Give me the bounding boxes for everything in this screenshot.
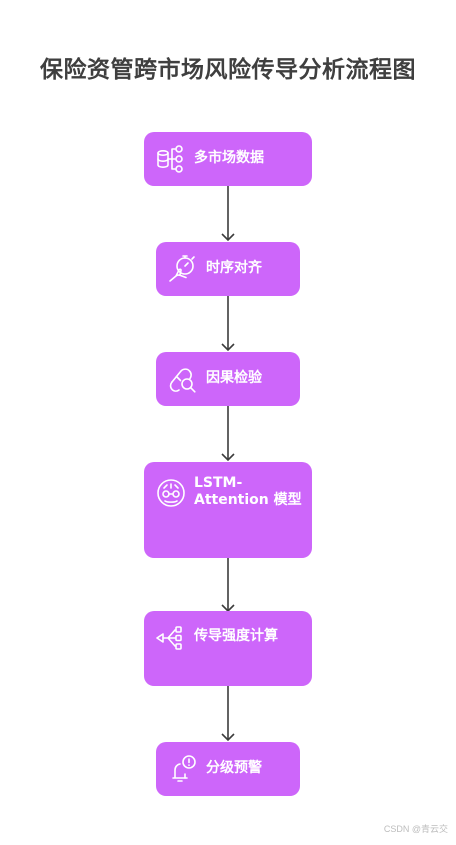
bell-alert-icon	[168, 754, 198, 784]
pill-search-icon	[168, 364, 198, 394]
node-label: 因果检验	[206, 370, 262, 386]
node-label: 分级预警	[206, 760, 262, 776]
watermark: CSDN @青云交	[383, 824, 448, 834]
database-hierarchy-icon	[156, 144, 186, 174]
flow-node-lstm-attention-model[interactable]: LSTM-Attention 模型	[144, 462, 312, 558]
flow-node-time-alignment[interactable]: 时序对齐	[156, 242, 300, 296]
share-network-icon	[156, 623, 186, 653]
flow-node-causality-test[interactable]: 因果检验	[156, 352, 300, 406]
flow-node-tiered-warning[interactable]: 分级预警	[156, 742, 300, 796]
node-label: 时序对齐	[206, 260, 262, 276]
node-label: 传导强度计算	[194, 628, 278, 644]
node-label: 多市场数据	[194, 150, 264, 166]
flow-node-transmission-strength[interactable]: 传导强度计算	[144, 611, 312, 686]
page-title: 保险资管跨市场风险传导分析流程图	[40, 57, 416, 83]
node-label: LSTM-Attention 模型	[194, 475, 302, 508]
hand-stopwatch-icon	[168, 254, 198, 284]
neural-face-icon	[156, 478, 186, 508]
flow-node-multi-market-data[interactable]: 多市场数据	[144, 132, 312, 186]
